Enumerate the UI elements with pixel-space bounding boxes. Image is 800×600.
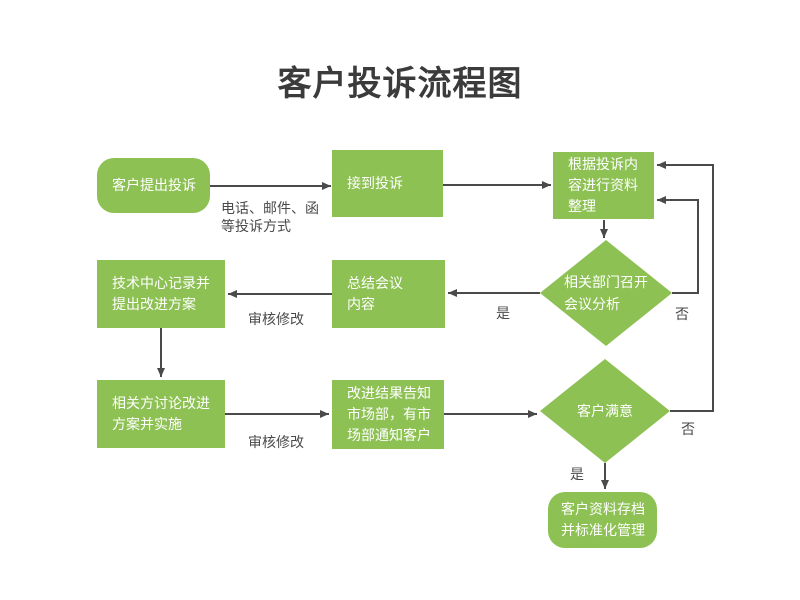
node-customer-satisfied-decision: 客户满意: [540, 359, 670, 463]
label-yes-2: 是: [570, 466, 584, 482]
node-text: 根据投诉内: [568, 156, 638, 172]
node-text: 整理: [568, 198, 596, 214]
node-text: 市场部，有市: [347, 406, 431, 422]
node-discuss-implement: 相关方讨论改进 方案并实施: [97, 380, 225, 448]
node-text: 接到投诉: [347, 175, 403, 191]
node-text: 容进行资料: [568, 177, 638, 193]
node-text: 方案并实施: [112, 416, 182, 432]
node-tech-center-record: 技术中心记录并 提出改进方案: [97, 260, 225, 328]
diamond-shape: [540, 359, 670, 463]
node-text: 改进结果告知: [347, 385, 431, 401]
diagram-title: 客户投诉流程图: [277, 65, 523, 103]
node-archive: 客户资料存档 并标准化管理: [548, 492, 657, 548]
arrow-satisfied-no-loop-to-organize: [657, 161, 714, 412]
node-text: 客户满意: [577, 403, 633, 419]
node-customer-complaint: 客户提出投诉: [97, 158, 210, 213]
arrow-meeting-no-loop-to-organize: [657, 196, 699, 294]
label-complaint-methods: 电话、邮件、函 等投诉方式: [221, 200, 319, 234]
node-text: 总结会议: [347, 275, 403, 291]
node-receive-complaint: 接到投诉: [332, 150, 443, 217]
node-notify-customer: 改进结果告知 市场部，有市 场部通知客户: [332, 380, 444, 449]
node-text: 相关部门召开: [564, 274, 648, 290]
node-text: 场部通知客户: [347, 427, 431, 443]
node-text: 内容: [347, 296, 375, 312]
diamond-shape: [540, 240, 672, 346]
node-text: 客户资料存档: [561, 501, 645, 517]
node-text: 提出改进方案: [112, 296, 196, 312]
label-no-1: 否: [675, 306, 689, 322]
node-text: 客户提出投诉: [112, 177, 196, 193]
node-summarize-meeting: 总结会议 内容: [332, 260, 445, 328]
node-department-meeting-decision: 相关部门召开 会议分析: [540, 240, 672, 346]
label-review-2: 审核修改: [248, 434, 304, 450]
label-yes-1: 是: [496, 305, 510, 321]
node-organize-materials: 根据投诉内 容进行资料 整理: [553, 152, 654, 219]
node-text: 会议分析: [564, 296, 620, 312]
node-text: 技术中心记录并: [112, 275, 210, 291]
node-text: 相关方讨论改进: [112, 395, 210, 411]
label-review-1: 审核修改: [248, 311, 304, 327]
node-text: 并标准化管理: [561, 522, 645, 538]
label-no-2: 否: [681, 421, 695, 437]
